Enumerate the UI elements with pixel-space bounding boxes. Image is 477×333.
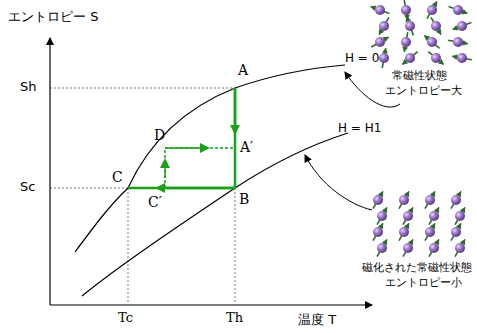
guide-lines <box>50 88 235 305</box>
tick-label: Tc <box>118 311 133 325</box>
point-label: C <box>112 170 123 185</box>
tick-label: Sh <box>20 80 37 94</box>
x-axis <box>50 304 372 305</box>
leader-arrow <box>305 155 372 210</box>
curve-h1 <box>82 133 348 296</box>
state-label: 常磁性状態 <box>392 70 447 82</box>
point-label: A <box>238 63 248 78</box>
point-label: A′ <box>240 140 253 155</box>
curve-label: H = H1 <box>338 122 381 135</box>
axis-label: エントロピー S <box>8 10 98 24</box>
y-axis <box>49 38 50 305</box>
state-label: 磁化された常磁性状態 <box>362 262 472 274</box>
point-label: B <box>239 192 249 207</box>
curve-h0 <box>75 65 345 252</box>
cycle <box>128 88 235 188</box>
random-spins <box>371 0 472 68</box>
curve-label: H = 0 <box>345 52 379 65</box>
tick-label: Th <box>226 311 243 325</box>
aligned-spins <box>373 191 465 256</box>
point-label: D <box>154 128 165 143</box>
state-label: エントロピー小 <box>385 277 462 289</box>
tick-label: Sc <box>20 180 35 194</box>
state-label: エントロピー大 <box>385 85 462 97</box>
point-label: C′ <box>148 195 162 210</box>
axis-label: 温度 T <box>298 313 336 327</box>
